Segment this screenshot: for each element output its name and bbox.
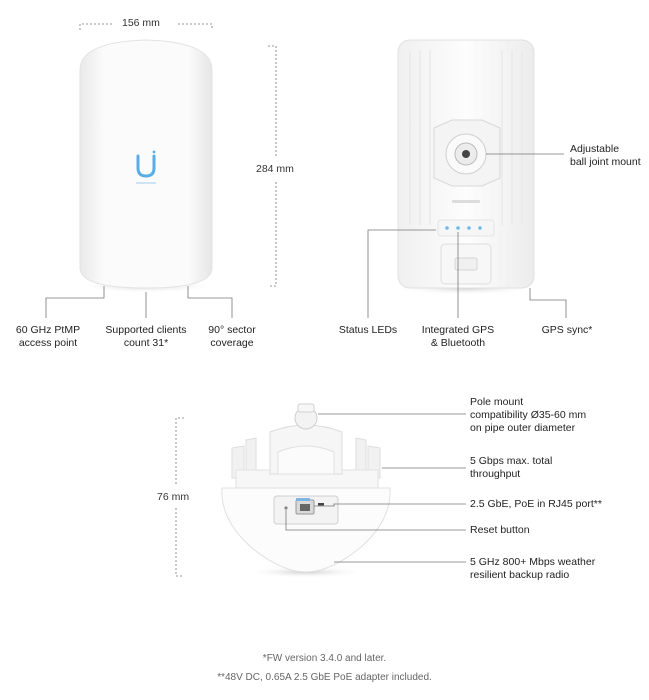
width-dimension: 156 mm [122,17,160,29]
depth-dimension-line [175,417,184,577]
callout-status-leds: Status LEDs [338,324,398,336]
back-label-plate [452,200,480,203]
bottom-callout-lines [285,413,466,563]
width-dimension-line [79,23,213,30]
front-device [76,39,216,293]
footnote-fw: *FW version 3.4.0 and later. [262,653,387,664]
ubiquiti-u-logo-icon [134,150,158,180]
back-callout-lines [367,153,567,318]
front-callout-lines [45,286,233,318]
callout-gps-sync: GPS sync* [541,324,593,336]
height-dimension-line [268,45,277,287]
height-dimension: 284 mm [256,163,294,175]
bottom-device [221,403,391,578]
footnote-power: **48V DC, 0.65A 2.5 GbE PoE adapter incl… [217,672,432,683]
logo-caption [136,182,156,184]
callout-gps-bluetooth: Integrated GPS& Bluetooth [421,324,495,349]
callout-reset-button: Reset button [470,524,530,536]
back-device [394,39,538,295]
callout-rj45-port: 2.5 GbE, PoE in RJ45 port** [470,498,602,510]
depth-dimension: 76 mm [157,491,190,503]
